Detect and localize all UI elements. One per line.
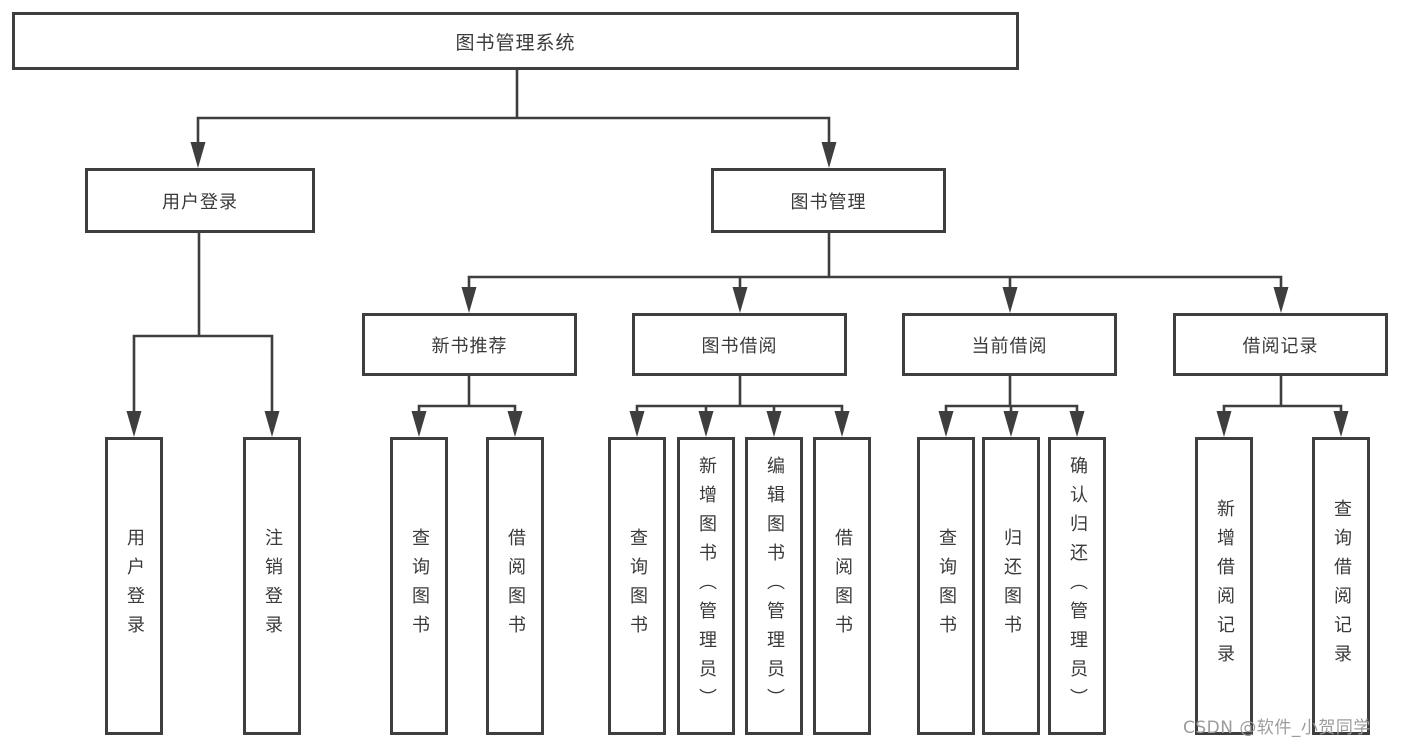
leaf-add-book-admin: 新增图书（管理员） bbox=[677, 437, 735, 735]
node-root-label: 图书管理系统 bbox=[455, 31, 576, 54]
leaf-confirm-return-admin-label: 确认归还（管理员） bbox=[1067, 455, 1088, 717]
leaf-user-login-label: 用户登录 bbox=[124, 528, 145, 644]
leaf-logout-label: 注销登录 bbox=[262, 528, 283, 644]
node-borrowing-records: 借阅记录 bbox=[1173, 313, 1388, 376]
node-new-book-recommend: 新书推荐 bbox=[362, 313, 577, 376]
leaf-logout: 注销登录 bbox=[243, 437, 301, 735]
leaf-query-book-3-label: 查询图书 bbox=[936, 528, 957, 644]
leaf-borrow-book-2: 借阅图书 bbox=[813, 437, 871, 735]
leaf-confirm-return-admin: 确认归还（管理员） bbox=[1048, 437, 1106, 735]
node-current-borrowing-label: 当前借阅 bbox=[971, 335, 1048, 357]
leaf-edit-book-admin-label: 编辑图书（管理员） bbox=[764, 455, 785, 717]
leaf-borrow-book-1-label: 借阅图书 bbox=[505, 528, 526, 644]
leaf-query-borrow-record-label: 查询借阅记录 bbox=[1331, 499, 1352, 673]
csdn-watermark: CSDN @软件_小贺同学 bbox=[1183, 718, 1371, 738]
leaf-borrow-book-1: 借阅图书 bbox=[486, 437, 544, 735]
leaf-return-book: 归还图书 bbox=[982, 437, 1040, 735]
node-book-borrowing-label: 图书借阅 bbox=[701, 335, 778, 357]
leaf-query-book-1: 查询图书 bbox=[390, 437, 448, 735]
node-user-login-label: 用户登录 bbox=[162, 191, 238, 213]
leaf-query-book-1-label: 查询图书 bbox=[409, 528, 430, 644]
leaf-add-borrow-record: 新增借阅记录 bbox=[1195, 437, 1253, 735]
node-user-login: 用户登录 bbox=[85, 168, 315, 233]
leaf-user-login: 用户登录 bbox=[105, 437, 163, 735]
leaf-edit-book-admin: 编辑图书（管理员） bbox=[745, 437, 803, 735]
leaf-add-book-admin-label: 新增图书（管理员） bbox=[696, 455, 717, 717]
leaf-borrow-book-2-label: 借阅图书 bbox=[832, 528, 853, 644]
node-borrowing-records-label: 借阅记录 bbox=[1242, 335, 1319, 357]
leaf-query-borrow-record: 查询借阅记录 bbox=[1312, 437, 1370, 735]
node-current-borrowing: 当前借阅 bbox=[902, 313, 1117, 376]
node-root-system: 图书管理系统 bbox=[12, 12, 1019, 70]
leaf-return-book-label: 归还图书 bbox=[1001, 528, 1022, 644]
leaf-query-book-3: 查询图书 bbox=[917, 437, 975, 735]
node-book-management-label: 图书管理 bbox=[790, 191, 867, 213]
node-new-book-recommend-label: 新书推荐 bbox=[431, 335, 508, 357]
leaf-query-book-2: 查询图书 bbox=[608, 437, 666, 735]
node-book-management: 图书管理 bbox=[711, 168, 946, 233]
leaf-query-book-2-label: 查询图书 bbox=[627, 528, 648, 644]
node-book-borrowing: 图书借阅 bbox=[632, 313, 847, 376]
leaf-add-borrow-record-label: 新增借阅记录 bbox=[1214, 499, 1235, 673]
